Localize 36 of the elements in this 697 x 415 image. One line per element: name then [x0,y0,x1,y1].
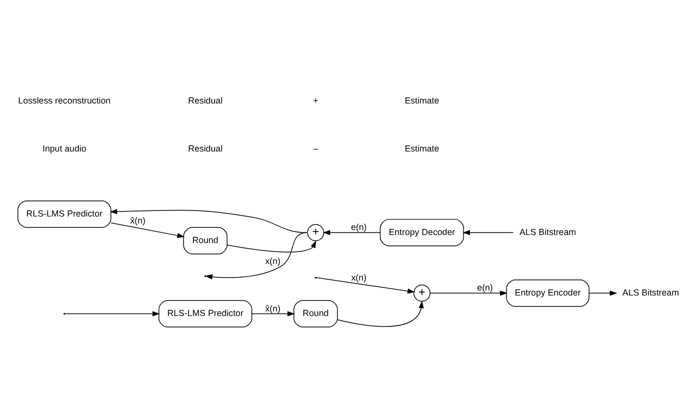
label: Estimate [404,143,440,154]
edge-label: x̂(n) [265,303,280,314]
edge-label: x(n) [351,272,366,282]
label: – [313,143,318,154]
arrow [337,300,424,327]
label: Input audio [42,143,86,154]
label: Residual [188,143,223,154]
edge-label: e(n) [350,222,367,232]
node-box: RLS-LMS Predictor [18,200,112,228]
arrow [110,222,185,238]
arrow [588,290,618,296]
arrow [316,277,415,294]
node-circle: + [307,224,324,242]
arrow [430,290,508,296]
edge-label: e(n) [477,282,493,293]
node-box: Round [183,227,228,254]
label: Estimate [404,96,440,106]
arrow [252,311,295,316]
node-box: Round [294,300,338,328]
edge-label: x̂(n) [130,215,146,226]
node-text: ALS Bitstream [622,287,679,298]
arrow [462,230,514,236]
node-circle: + [413,284,430,302]
node-box: RLS-LMS Predictor [158,300,252,328]
label: Residual [188,96,223,106]
edge-label: x(n) [265,256,280,266]
arrow [64,311,160,316]
node-box: Entropy Decoder [380,218,464,246]
arrow [322,230,380,236]
arrow [110,208,308,233]
label: + [313,96,318,106]
label: Lossless reconstruction [18,96,111,106]
node-text: ALS Bitstream [519,226,576,237]
arrow [205,232,308,280]
node-box: Entropy Encoder [506,279,590,307]
arrow [226,240,316,252]
